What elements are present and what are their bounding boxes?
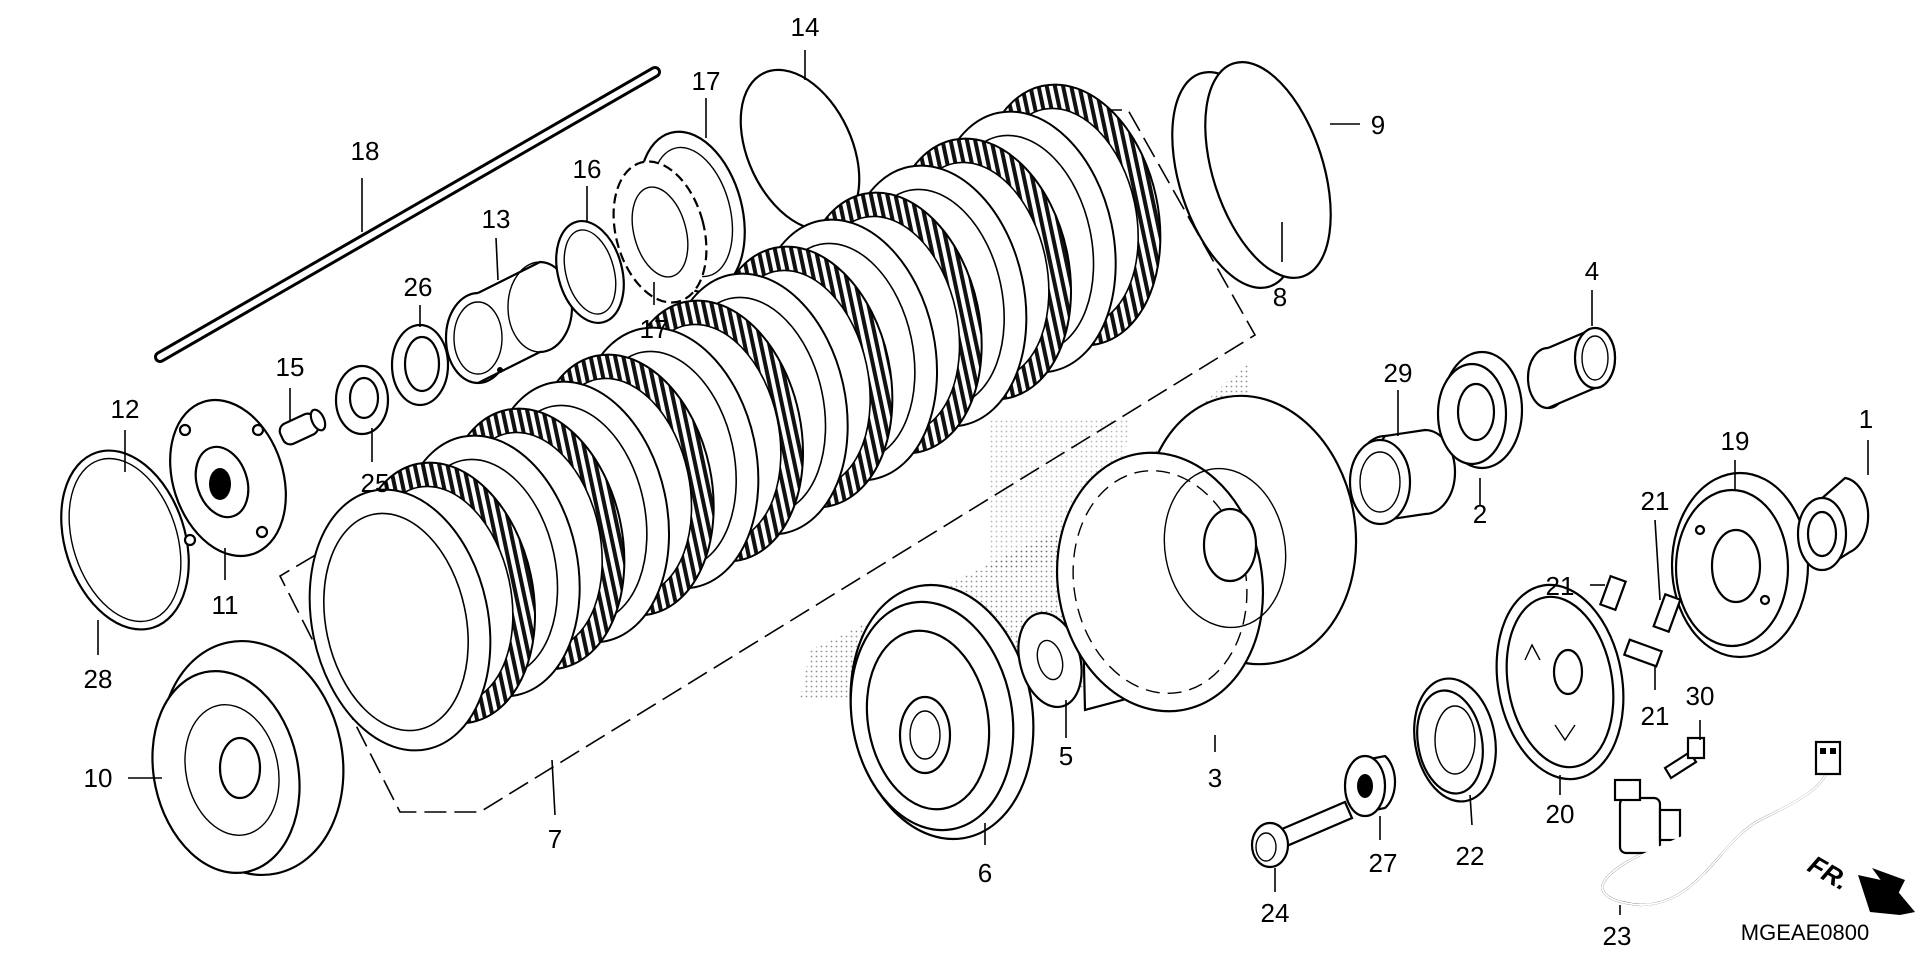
callout-2: 2 [1473, 499, 1487, 529]
callout-6: 6 [978, 858, 992, 888]
part-6-clutch-center [849, 583, 1035, 841]
part-17-judder-spring [612, 130, 746, 304]
callout-5: 5 [1059, 741, 1073, 771]
part-10-pressure-plate [151, 639, 345, 877]
part-13-collar [444, 260, 574, 385]
callout-18: 18 [351, 136, 380, 166]
part-2-oil-pump-drive-gear [1436, 350, 1524, 470]
callout-28: 28 [84, 664, 113, 694]
callout-21-left: 21 [1546, 571, 1575, 601]
part-25-locknut [334, 364, 390, 436]
part-21-springs [1598, 574, 1682, 668]
callout-3: 3 [1208, 763, 1222, 793]
callout-15: 15 [276, 352, 305, 382]
callout-23: 23 [1603, 921, 1632, 951]
callout-17-bottom: 17 [640, 314, 669, 344]
callout-21-bottom: 21 [1641, 701, 1670, 731]
part-26-washer [390, 323, 450, 407]
part-15-pin [278, 408, 327, 446]
part-7-clutch-plate-stack [308, 83, 1162, 752]
callout-17-top: 17 [692, 66, 721, 96]
plate-stack-frame [278, 109, 1257, 813]
callout-14: 14 [791, 12, 820, 42]
callout-4: 4 [1585, 256, 1599, 286]
part-19-primary-drive-gear [1670, 471, 1810, 659]
clutch-plate-inner [323, 512, 469, 732]
callout-29: 29 [1384, 358, 1413, 388]
part-29-needle-bearing [1348, 428, 1457, 526]
part-3-clutch-outer [1055, 394, 1358, 713]
part-1-needle-bearing [1796, 476, 1870, 572]
part-11-lifter-plate [169, 398, 287, 558]
callout-16: 16 [573, 154, 602, 184]
callout-26: 26 [404, 272, 433, 302]
callout-labels: 1 2 3 4 5 6 7 8 9 10 11 12 13 14 15 16 1… [84, 12, 1874, 951]
part-4-guide-sleeve [1526, 326, 1617, 410]
part-30-bolt [1663, 736, 1706, 780]
callout-27: 27 [1369, 848, 1398, 878]
callout-24: 24 [1261, 898, 1290, 928]
callout-13: 13 [482, 204, 511, 234]
callout-25: 25 [361, 468, 390, 498]
callout-11: 11 [212, 590, 239, 620]
part-20-sub-gear [1495, 583, 1625, 781]
part-8-9-rings [1171, 61, 1332, 289]
part-12-snap-ring [60, 449, 190, 631]
callout-12: 12 [111, 394, 140, 424]
part-24-bolt [1250, 800, 1354, 869]
part-18-rod [154, 66, 661, 363]
callout-30: 30 [1686, 681, 1715, 711]
callout-8: 8 [1273, 282, 1287, 312]
part-23-sensor-harness [1601, 740, 1842, 907]
callout-19: 19 [1721, 426, 1750, 456]
callout-10: 10 [84, 763, 113, 793]
diagram-code: MGEAE0800 [1741, 920, 1869, 945]
callout-7: 7 [548, 824, 562, 854]
front-direction-arrow: FR. [1803, 849, 1915, 915]
callout-21-top: 21 [1641, 486, 1670, 516]
part-16-ring [555, 219, 625, 325]
callout-22: 22 [1456, 841, 1485, 871]
part-27-washer [1343, 754, 1397, 818]
leader-lines [97, 50, 1869, 915]
callout-1: 1 [1859, 404, 1873, 434]
callout-20: 20 [1546, 799, 1575, 829]
front-direction-label: FR. [1803, 849, 1854, 896]
callout-9: 9 [1371, 110, 1385, 140]
part-22-spring-plate [1413, 677, 1497, 803]
